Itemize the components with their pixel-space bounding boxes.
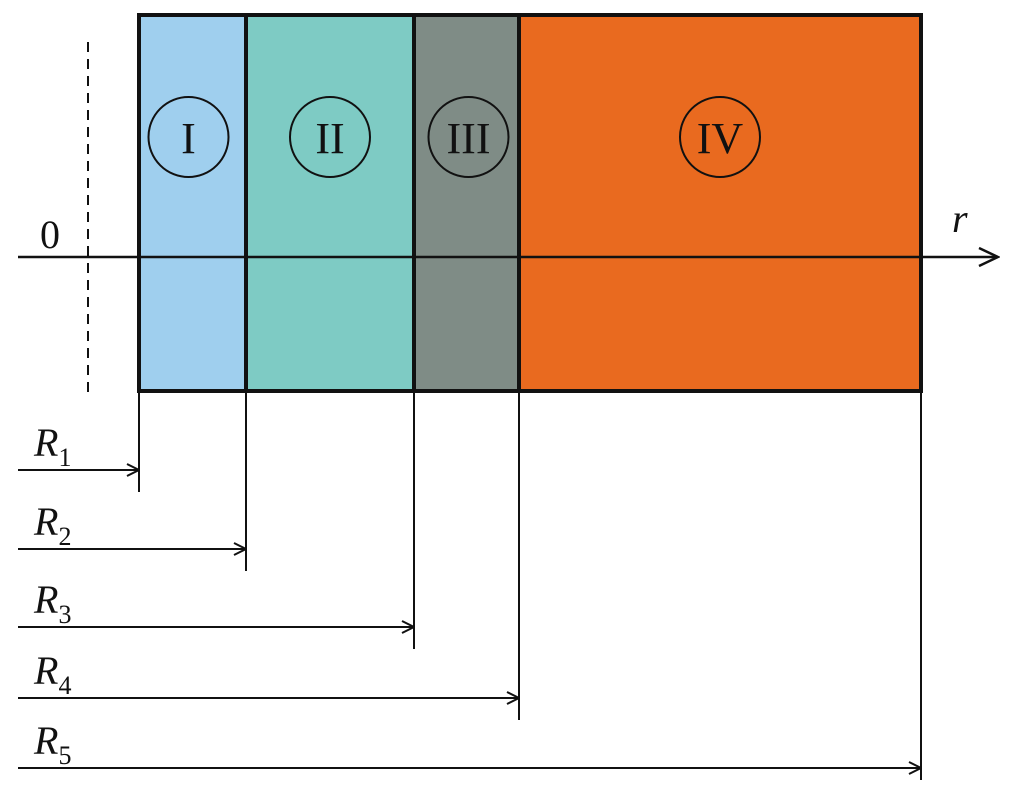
radius-4-label: R4 [33, 648, 71, 700]
radius-subscript: 4 [58, 671, 71, 700]
radius-1-label: R1 [33, 420, 71, 472]
radius-symbol: R [33, 420, 58, 465]
radius-subscript: 3 [58, 600, 71, 629]
region-label-4: IV [697, 114, 744, 163]
radius-subscript: 1 [58, 443, 71, 472]
origin-label: 0 [40, 212, 60, 257]
radius-symbol: R [33, 499, 58, 544]
region-circle-1 [147, 96, 230, 178]
region-1 [137, 13, 248, 393]
axis-label-r: r [952, 196, 968, 241]
region-circle-4 [679, 96, 761, 178]
region-3 [412, 13, 521, 393]
radius-symbol: R [33, 648, 58, 693]
radius-subscript: 2 [58, 522, 71, 551]
radius-symbol: R [33, 577, 58, 622]
region-label-1: I [181, 114, 196, 163]
region-2 [244, 13, 416, 393]
radius-subscript: 5 [58, 741, 71, 770]
radius-5-label: R5 [33, 718, 71, 770]
region-circle-2 [289, 96, 371, 178]
radius-3-label: R3 [33, 577, 71, 629]
outer-border [137, 13, 923, 393]
region-label-3: III [447, 114, 491, 163]
region-4 [517, 13, 923, 393]
radius-2-label: R2 [33, 499, 71, 551]
region-circle-3 [427, 96, 510, 178]
radius-symbol: R [33, 718, 58, 763]
region-label-2: II [315, 114, 344, 163]
